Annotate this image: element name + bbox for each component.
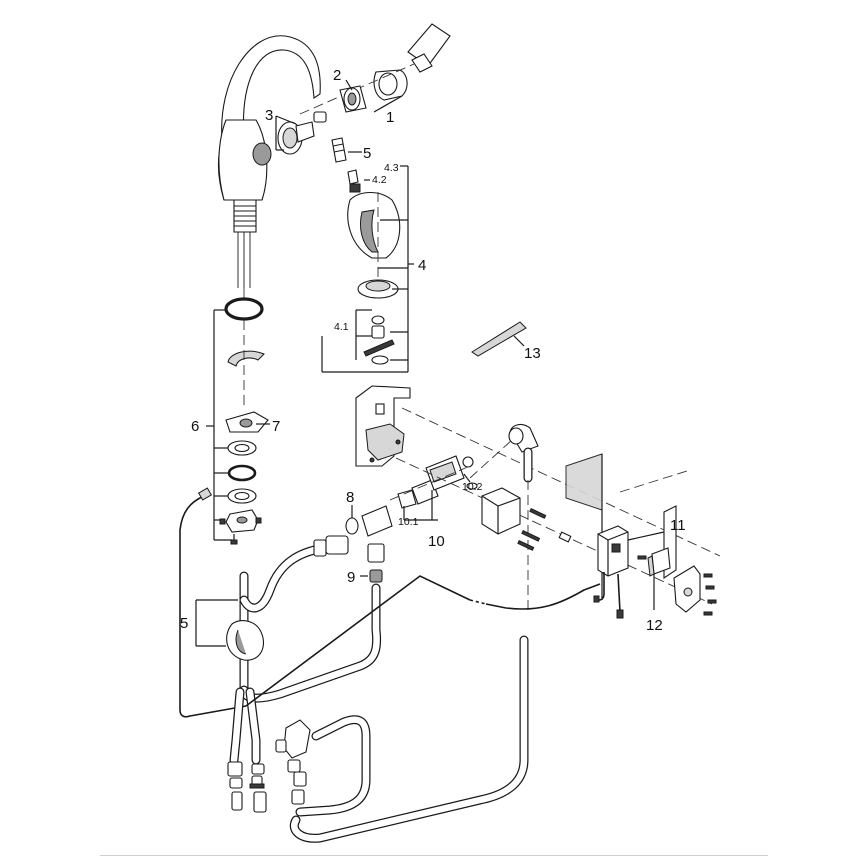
callout-9: 9	[347, 569, 355, 586]
o-ring-part	[224, 297, 264, 321]
battery-box-part	[481, 487, 572, 551]
faucet-thread	[234, 205, 256, 227]
callout-6: 6	[191, 418, 199, 435]
part-6-bracket	[206, 309, 270, 541]
callout-7: 7	[272, 418, 280, 435]
spray-head-part-4	[347, 169, 401, 365]
callout-12: 12	[646, 617, 663, 634]
part-4-bracket	[321, 165, 414, 373]
elbow-fitting	[508, 423, 539, 612]
callout-4-2: 4.2	[372, 174, 387, 186]
callout-10-1: 10.1	[398, 516, 419, 528]
nut-part-2	[339, 85, 367, 113]
bottom-divider	[100, 855, 768, 856]
angle-valve-fittings	[227, 761, 267, 813]
tool-part-13	[471, 321, 527, 357]
callout-10-2: 10.2	[462, 481, 483, 493]
control-valve-part-10	[389, 455, 478, 521]
sensor-cable	[179, 487, 247, 718]
coupling-part-9	[360, 543, 385, 583]
coupling-part-8	[313, 505, 393, 557]
callout-13: 13	[524, 345, 541, 362]
callout-2: 2	[333, 67, 341, 84]
aerator-part-3	[277, 111, 327, 155]
main-hose-route	[245, 575, 601, 707]
part-5-bracket	[195, 599, 238, 647]
supply-hoses	[229, 635, 529, 843]
callout-5-bottom: 5	[180, 615, 188, 632]
callout-10: 10	[428, 533, 445, 550]
callout-4-1: 4.1	[334, 321, 349, 333]
callout-3: 3	[265, 107, 273, 124]
callout-4-3: 4.3	[384, 162, 399, 174]
wall-plate-part	[565, 453, 677, 600]
callout-1: 1	[386, 109, 394, 126]
callout-8: 8	[346, 489, 354, 506]
half-washer-part	[227, 350, 265, 367]
spout-holder-part-1	[299, 23, 451, 115]
callout-11: 11	[670, 517, 686, 534]
mixing-tee-part	[275, 719, 311, 805]
faucet-body	[217, 35, 321, 300]
control-unit-part-11	[593, 525, 665, 619]
washer-stack-part-6	[219, 440, 262, 545]
hose-weight-part-5	[226, 620, 264, 661]
mounting-plate-part-7	[225, 411, 269, 433]
callout-leaders-top	[275, 79, 403, 153]
callout-4: 4	[418, 257, 426, 274]
battery-part-12	[637, 547, 717, 616]
callout-5-top: 5	[363, 145, 371, 162]
callout-labels: 1 2 3 4 4.1 4.2 4.3 5 5 6 7 8 9 10 10.1 …	[180, 67, 686, 634]
connector-part-5	[331, 137, 347, 163]
